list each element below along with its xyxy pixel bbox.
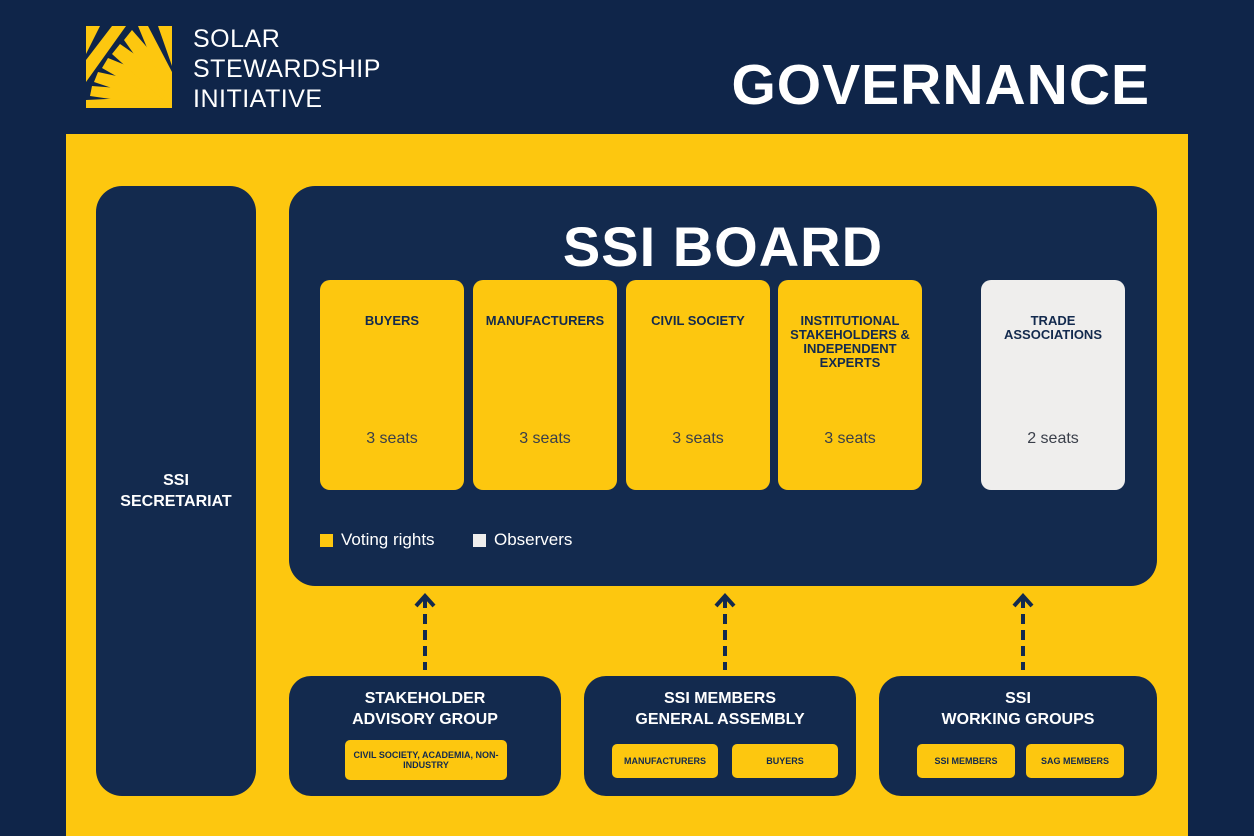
dashed-up-arrow-icon: [714, 593, 736, 670]
board-group-manufacturers: MANUFACTURERS 3 seats: [473, 280, 617, 490]
legend-label: Observers: [494, 530, 573, 549]
group-title: SSI MEMBERS GENERAL ASSEMBLY: [584, 688, 856, 730]
logo-wordmark: SOLAR STEWARDSHIP INITIATIVE: [193, 24, 381, 114]
group-title-line: STAKEHOLDER: [364, 690, 486, 707]
group-title-line: ADVISORY GROUP: [352, 711, 498, 728]
group-seats: 3 seats: [519, 430, 571, 447]
working-groups-group: SSI WORKING GROUPS SSI MEMBERS SAG MEMBE…: [879, 676, 1157, 796]
group-seats: 3 seats: [824, 430, 876, 447]
logo-line: SOLAR: [193, 25, 281, 53]
legend-voting: Voting rights: [320, 530, 435, 550]
board-group-trade-associations: TRADE ASSOCIATIONS 2 seats: [981, 280, 1125, 490]
general-assembly-group: SSI MEMBERS GENERAL ASSEMBLY MANUFACTURE…: [584, 676, 856, 796]
tag-buyers: BUYERS: [732, 744, 838, 778]
voting-swatch: [320, 533, 333, 547]
tag-manufacturers: MANUFACTURERS: [612, 744, 718, 778]
group-label: CIVIL SOCIETY: [651, 313, 745, 328]
group-title: STAKEHOLDER ADVISORY GROUP: [289, 688, 561, 730]
secretariat-label: SSI: [163, 472, 189, 489]
group-seats: 3 seats: [366, 430, 418, 447]
dashed-up-arrow-icon: [1012, 593, 1034, 670]
tag-civil-society-academia: CIVIL SOCIETY, ACADEMIA, NON-INDUSTRY: [345, 740, 507, 780]
page-title: GOVERNANCE: [731, 53, 1150, 117]
group-seats: 2 seats: [1027, 430, 1079, 447]
board-box: SSI BOARD BUYERS 3 seats MANUFACTURERS 3…: [289, 186, 1157, 586]
observer-swatch: [473, 533, 486, 547]
logo-line: INITIATIVE: [193, 85, 323, 113]
secretariat-box: SSI SECRETARIAT: [96, 186, 256, 796]
group-label: INSTITUTIONAL STAKEHOLDERS & INDEPENDENT…: [790, 313, 910, 370]
group-seats: 3 seats: [672, 430, 724, 447]
group-label: TRADE ASSOCIATIONS: [1004, 313, 1102, 342]
tag-ssi-members: SSI MEMBERS: [917, 744, 1015, 778]
sun-rays-icon: [86, 26, 172, 108]
secretariat-label: SECRETARIAT: [120, 493, 232, 510]
group-title-line: GENERAL ASSEMBLY: [635, 711, 805, 728]
logo-line: STEWARDSHIP: [193, 55, 381, 83]
board-group-buyers: BUYERS 3 seats: [320, 280, 464, 490]
group-title: SSI WORKING GROUPS: [879, 688, 1157, 730]
legend-observers: Observers: [473, 530, 572, 550]
group-label: MANUFACTURERS: [485, 313, 605, 328]
group-title-line: WORKING GROUPS: [941, 711, 1095, 728]
header: SOLAR STEWARDSHIP INITIATIVE GOVERNANCE: [0, 0, 1254, 134]
board-title: SSI BOARD: [562, 215, 884, 278]
legend-label: Voting rights: [341, 530, 435, 549]
tag-sag-members: SAG MEMBERS: [1026, 744, 1124, 778]
group-label: BUYERS: [364, 313, 420, 328]
board-group-civil-society: CIVIL SOCIETY 3 seats: [626, 280, 770, 490]
dashed-up-arrow-icon: [414, 593, 436, 670]
group-title-line: SSI: [1005, 690, 1031, 707]
stakeholder-advisory-group: STAKEHOLDER ADVISORY GROUP CIVIL SOCIETY…: [289, 676, 561, 796]
board-group-institutional: INSTITUTIONAL STAKEHOLDERS & INDEPENDENT…: [778, 280, 922, 490]
group-title-line: SSI MEMBERS: [663, 690, 776, 707]
